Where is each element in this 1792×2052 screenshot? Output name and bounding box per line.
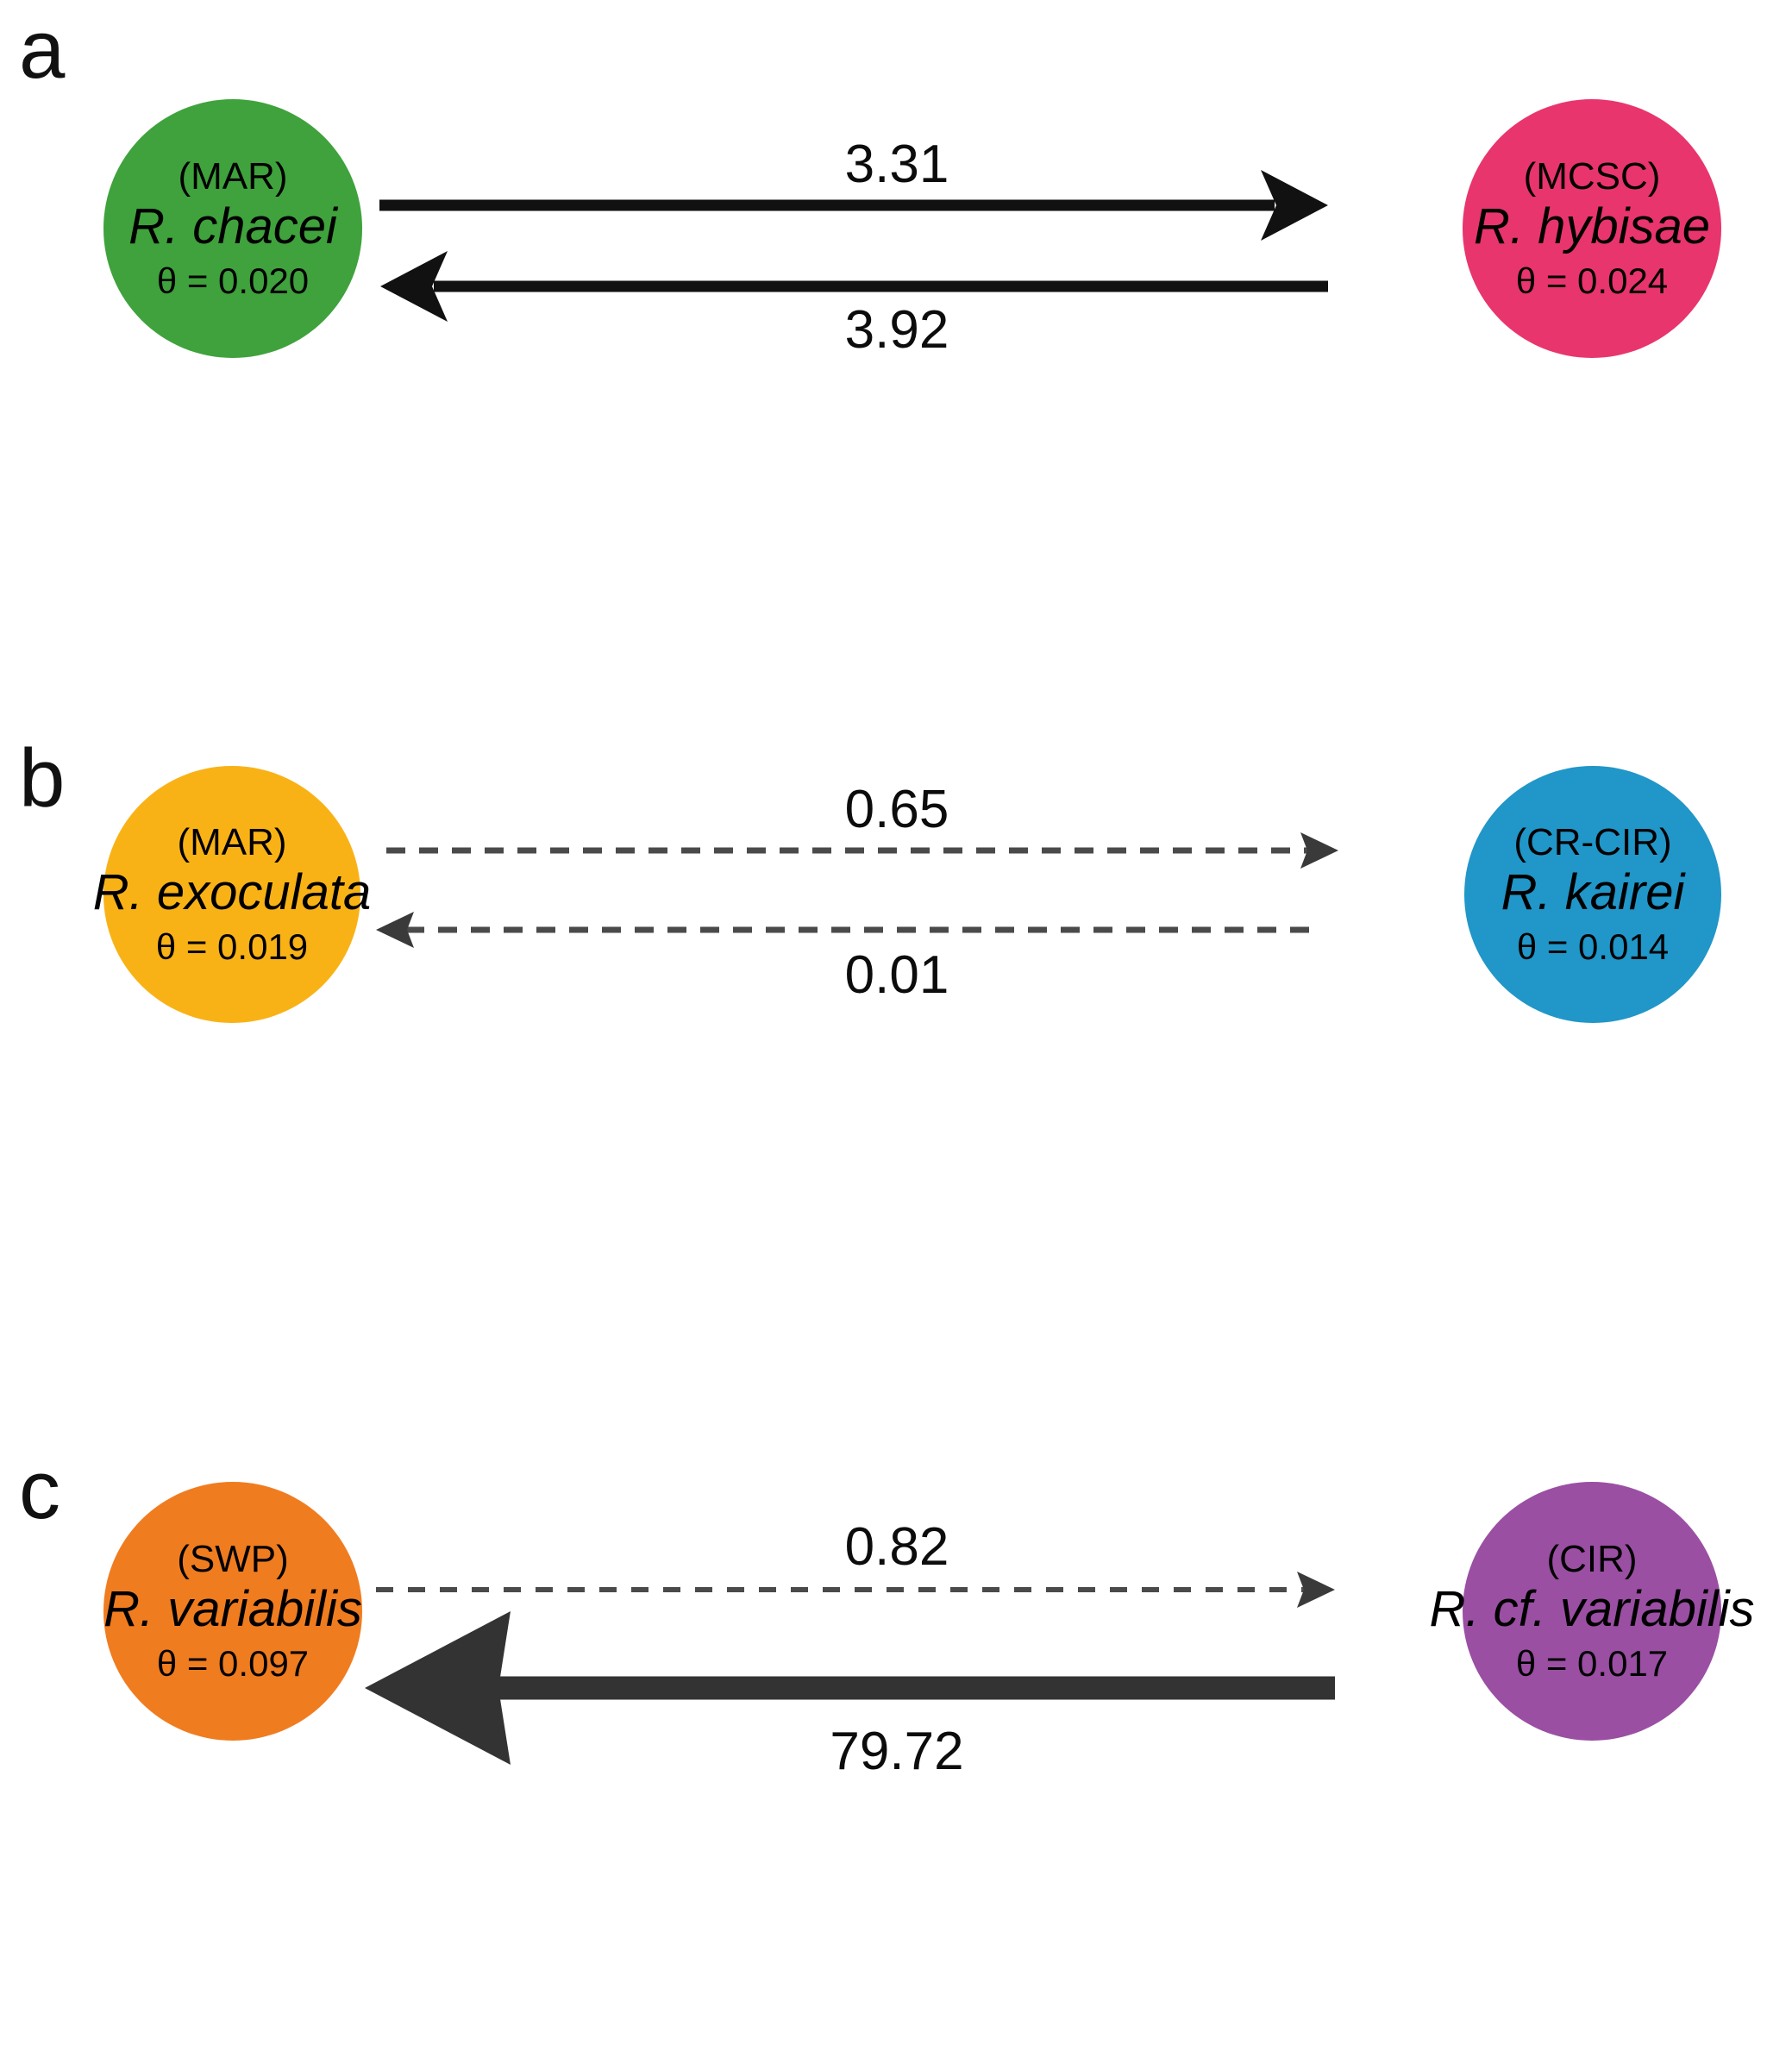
node-species-label: R. variabilis [103, 1580, 362, 1637]
panel-a: a (MAR) R. chacei θ = 0.020 (MCSC) R. hy… [0, 0, 1792, 690]
node-region-label: (MAR) [177, 821, 287, 864]
edge-label-3-31: 3.31 [844, 135, 949, 194]
node-region-label: (CR-CIR) [1513, 821, 1672, 864]
edge-arrow-0-01 [376, 912, 1309, 948]
node-species-label: R. exoculata [92, 863, 372, 920]
edge-label-0-01: 0.01 [844, 945, 949, 1005]
node-theta-label: θ = 0.097 [156, 1642, 310, 1684]
node-species-label: R. hybisae [1473, 198, 1711, 254]
node-theta-label: θ = 0.019 [155, 926, 309, 967]
node-region-label: (MAR) [178, 155, 288, 198]
node-r-kairei[interactable]: (CR-CIR) R. kairei θ = 0.014 [1464, 766, 1721, 1023]
node-r-exoculata[interactable]: (MAR) R. exoculata θ = 0.019 [93, 766, 371, 1023]
node-theta-label: θ = 0.020 [156, 260, 310, 301]
node-r-hybisae[interactable]: (MCSC) R. hybisae θ = 0.024 [1463, 99, 1721, 358]
node-r-variabilis[interactable]: (SWP) R. variabilis θ = 0.097 [103, 1482, 362, 1741]
edge-label-0-65: 0.65 [844, 780, 949, 839]
panel-label-a: a [19, 3, 65, 96]
panel-label-c: c [19, 1444, 60, 1536]
edge-label-79-72: 79.72 [830, 1722, 964, 1781]
panel-b: b (MAR) R. exoculata θ = 0.019 (CR-CIR) … [0, 690, 1792, 1380]
node-r-cf-variabilis[interactable]: (CIR) R. cf. variabilis θ = 0.017 [1429, 1482, 1755, 1741]
node-theta-label: θ = 0.017 [1515, 1642, 1669, 1684]
node-species-label: R. cf. variabilis [1429, 1580, 1755, 1637]
panel-c: c (SWP) R. variabilis θ = 0.097 (CIR) R.… [0, 1380, 1792, 2052]
edge-label-3-92: 3.92 [844, 300, 949, 360]
node-theta-label: θ = 0.024 [1515, 260, 1669, 301]
node-region-label: (SWP) [177, 1538, 289, 1581]
edge-label-0-82: 0.82 [844, 1517, 949, 1577]
node-species-label: R. chacei [128, 198, 337, 254]
node-species-label: R. kairei [1501, 863, 1685, 920]
panel-label-b: b [19, 732, 65, 825]
node-region-label: (CIR) [1546, 1538, 1638, 1581]
edge-arrow-0-82 [376, 1572, 1335, 1608]
node-r-chacei[interactable]: (MAR) R. chacei θ = 0.020 [103, 99, 362, 358]
node-theta-label: θ = 0.014 [1516, 926, 1670, 967]
node-region-label: (MCSC) [1523, 155, 1661, 198]
